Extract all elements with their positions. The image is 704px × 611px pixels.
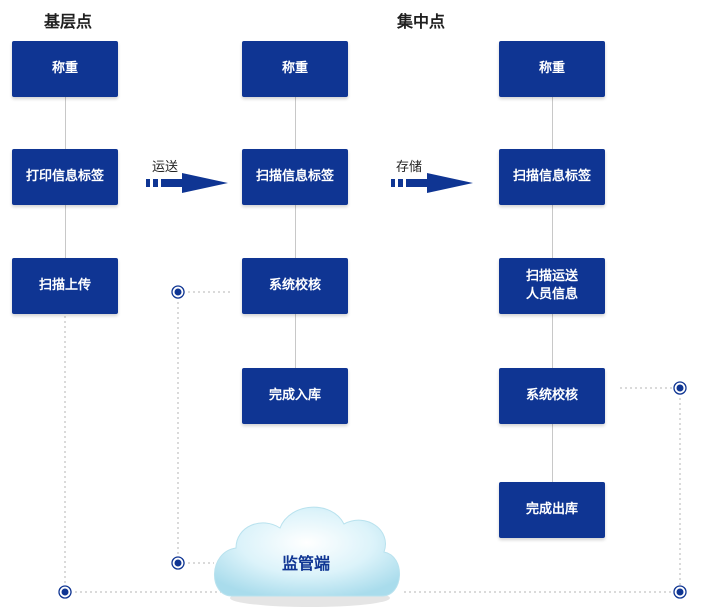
cloud-icon — [214, 506, 400, 607]
col1-weigh-box: 称重 — [12, 41, 118, 97]
col3-connector-4 — [552, 424, 553, 482]
col3-connector-3 — [552, 314, 553, 368]
col2-store-box: 完成入库 — [242, 368, 348, 424]
col2-scan-label-box: 扫描信息标签 — [242, 149, 348, 205]
col2-connector-2 — [295, 204, 296, 258]
col3-scan-label-box: 扫描信息标签 — [499, 149, 605, 205]
col3-scan-person-line1: 扫描运送 — [525, 269, 578, 285]
col3-weigh-box: 称重 — [499, 41, 605, 97]
col1-connector-1 — [65, 97, 66, 149]
col2-weigh-box: 称重 — [242, 41, 348, 97]
arrow-storage — [391, 173, 473, 193]
arrow-transport — [146, 173, 228, 193]
col1-print-label-box: 打印信息标签 — [12, 149, 118, 205]
col3-out-box: 完成出库 — [499, 482, 605, 538]
col2-connector-1 — [295, 97, 296, 149]
col2-verify-box: 系统校核 — [242, 258, 348, 314]
col3-connector-2 — [552, 204, 553, 258]
col3-scan-person-line2: 人员信息 — [525, 287, 578, 302]
col3-scan-person-box: 扫描运送 人员信息 — [499, 258, 605, 314]
storage-label: 存储 — [396, 160, 423, 175]
cloud-label: 监管端 — [282, 554, 331, 573]
col3-verify-box: 系统校核 — [499, 368, 605, 424]
col1-connector-2 — [65, 204, 66, 258]
connection-dots — [58, 285, 687, 599]
transport-label: 运送 — [152, 160, 179, 175]
heading-grassroots: 基层点 — [44, 12, 93, 31]
col1-scan-upload-box: 扫描上传 — [12, 258, 118, 314]
heading-central: 集中点 — [397, 12, 446, 31]
col3-connector-1 — [552, 97, 553, 149]
col2-connector-3 — [295, 314, 296, 368]
